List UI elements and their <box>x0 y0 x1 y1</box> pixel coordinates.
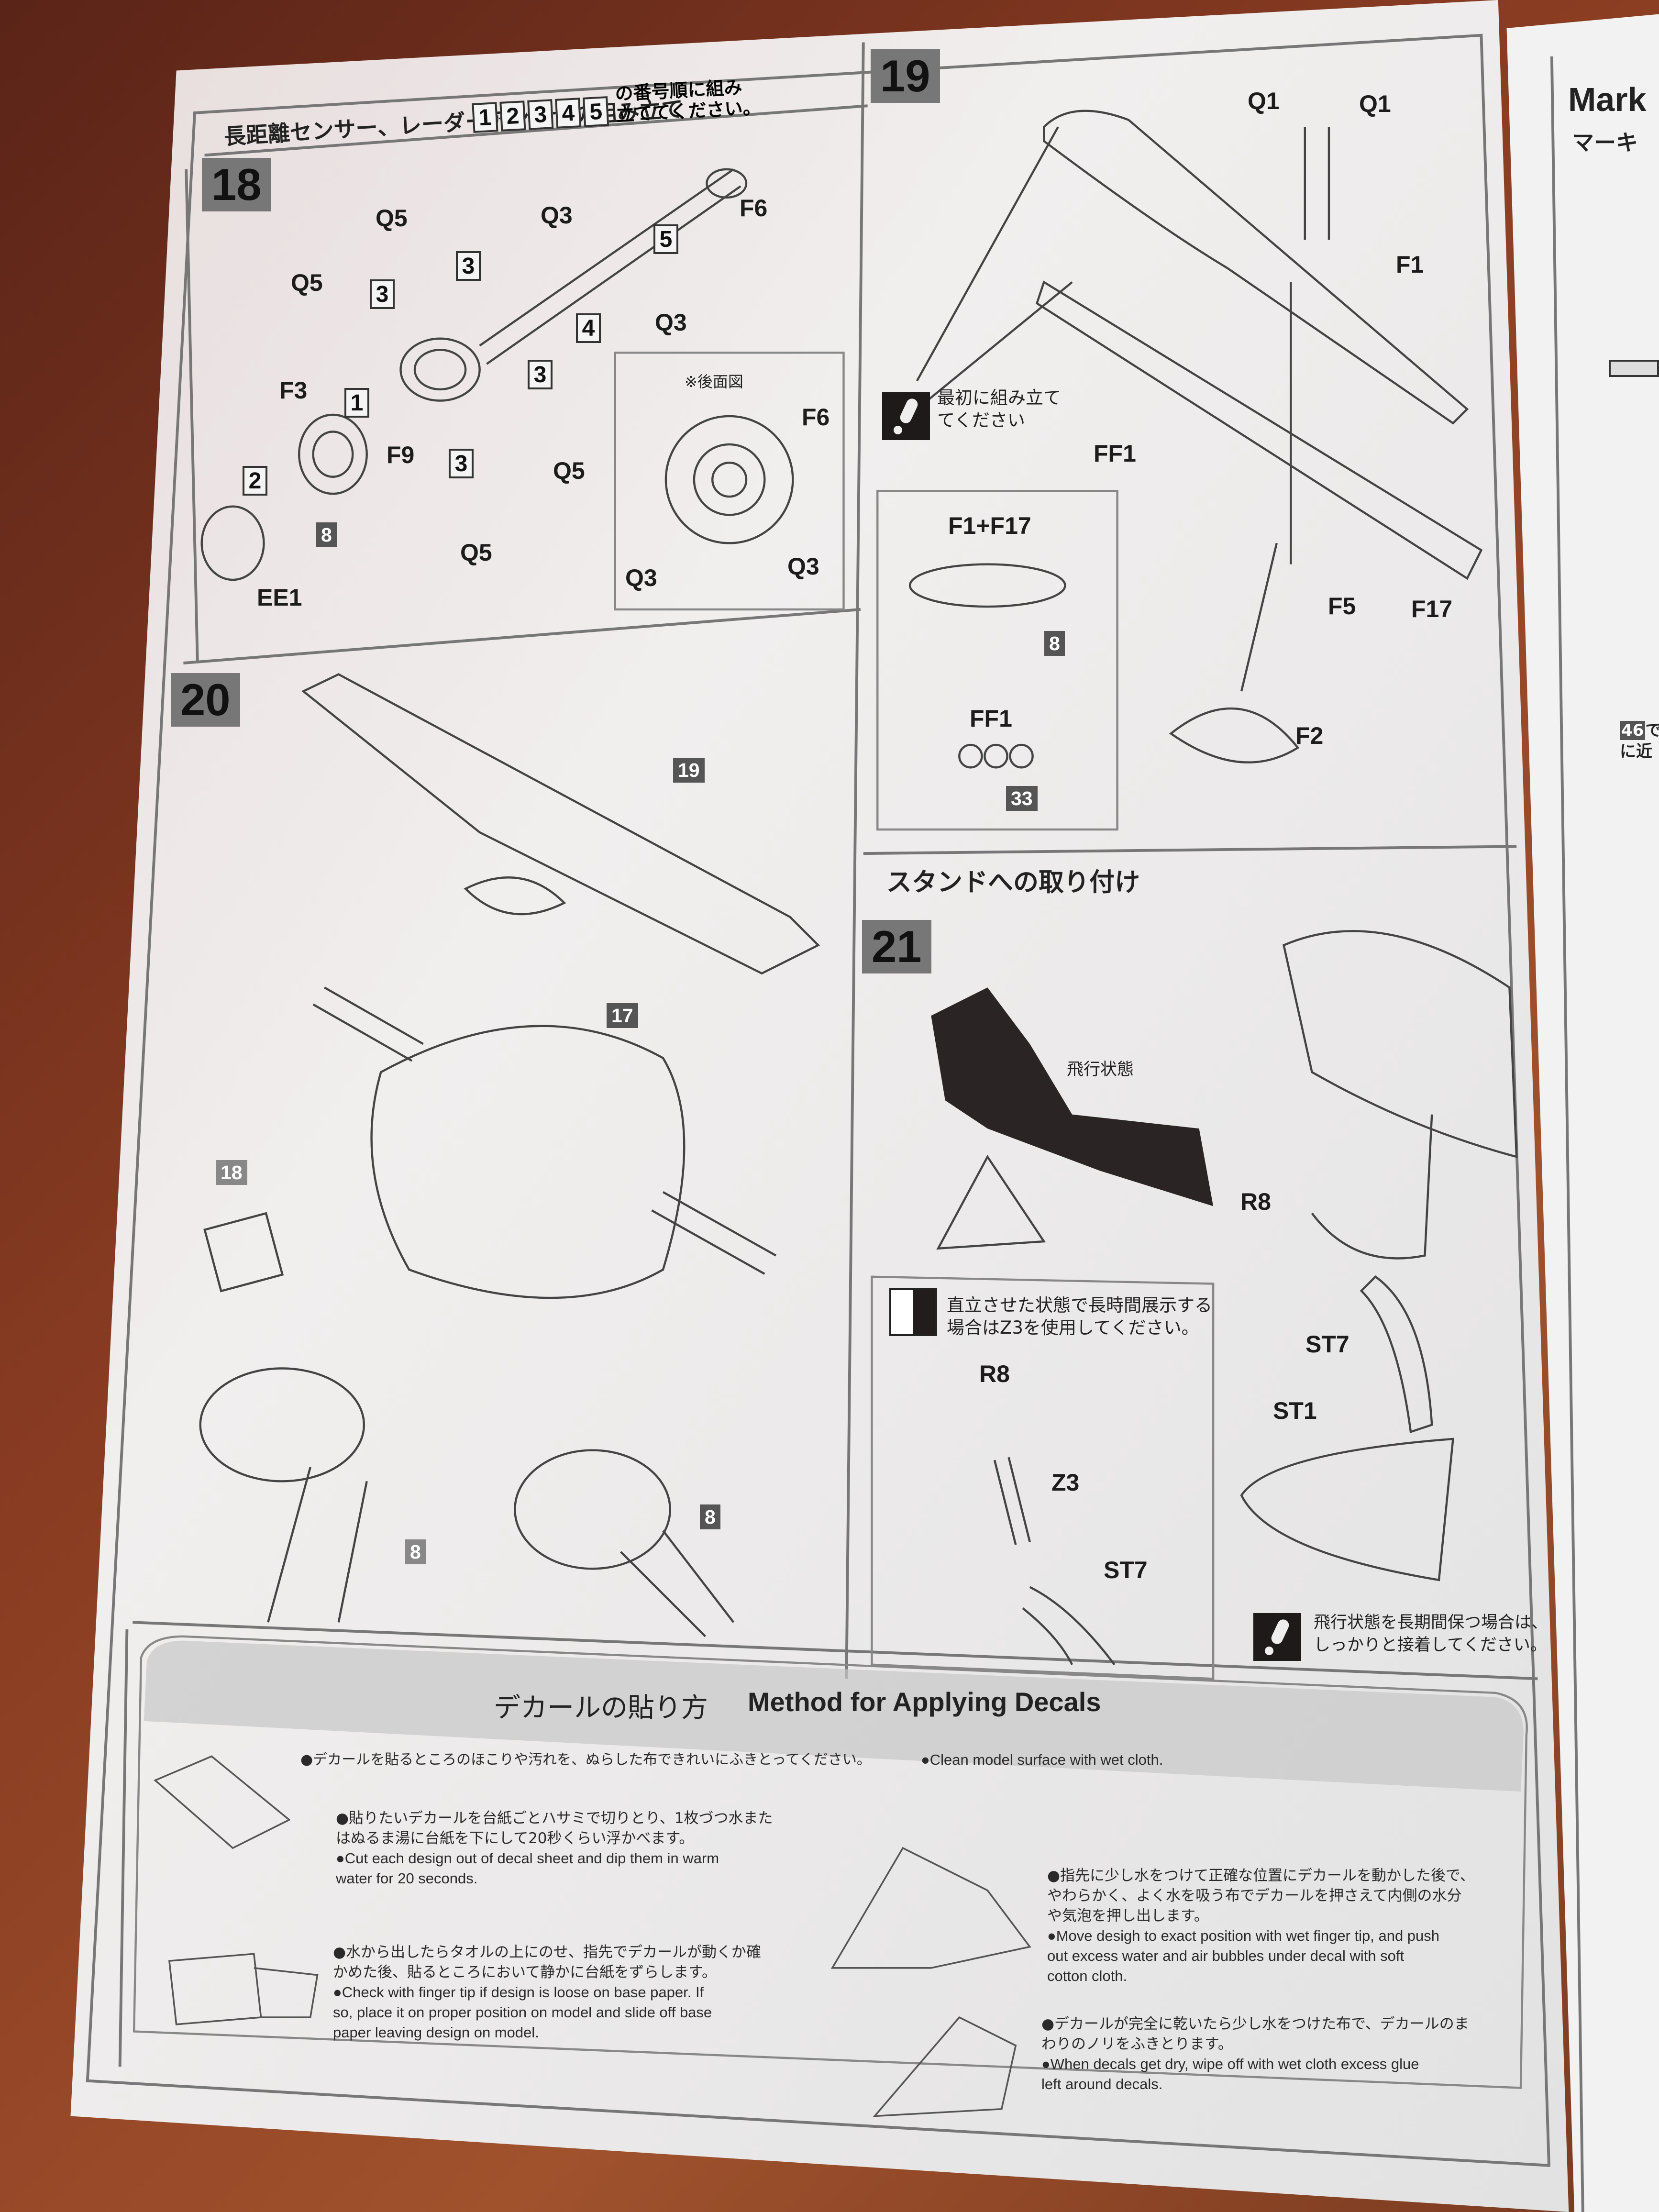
markings-title-en: Mark <box>1568 81 1647 118</box>
part-label-f2: F2 <box>1295 722 1324 749</box>
step-number-21: 21 <box>862 920 931 973</box>
part-label-q1: Q1 <box>1248 88 1280 114</box>
ref-8: 8 <box>405 1539 426 1564</box>
step-order-3: 3 <box>528 360 553 389</box>
part-label-f6: F6 <box>740 195 768 221</box>
part-label-r8: R8 <box>1240 1188 1271 1215</box>
step-order-1: 1 <box>344 388 369 418</box>
glue-flight-mode-note: 飛行状態を長期間保つ場合は、しっかりと接着してください。 <box>1314 1613 1548 1655</box>
ref-step-18: 18 <box>216 1160 247 1185</box>
part-label-q5: Q5 <box>553 457 585 484</box>
flight-mode-label: 飛行状態 <box>1067 1060 1134 1079</box>
step-order-5: 5 <box>653 224 678 254</box>
ref-step-19: 19 <box>673 758 705 783</box>
check-text: ●水から出したらタオルの上にのせ、指先でデカールが動くか確かめた後、貼るところに… <box>333 1944 762 2041</box>
ref-step-17: 17 <box>607 1003 638 1028</box>
step-number-18: 18 <box>202 158 271 211</box>
step-number-19: 19 <box>871 49 940 103</box>
cut-text: ●貼りたいデカールを台紙ごとハサミで切りとり、1枚づつ水またはぬるま湯に台紙を下… <box>336 1810 773 1887</box>
part-label-q3: Q3 <box>541 202 573 229</box>
part-label-f5: F5 <box>1328 593 1356 619</box>
order-number: 2 <box>499 100 526 132</box>
part-label-q5: Q5 <box>376 205 408 232</box>
order-number: 5 <box>583 96 609 127</box>
stand-section-title: スタンドへの取り付け <box>886 868 1140 897</box>
inset-label-ff1: FF1 <box>970 705 1012 732</box>
decal-ref-8: 8 <box>1044 631 1065 656</box>
part-label-f6: F6 <box>802 404 830 431</box>
step-order-3: 3 <box>456 251 481 281</box>
decal-ref-8: 8 <box>316 522 337 547</box>
order-number: 1 <box>472 102 498 133</box>
step-order-4: 4 <box>576 313 601 343</box>
step-order-3: 3 <box>370 279 395 309</box>
clean-text-jp: ●デカールを貼るところのほこりや汚れを、ぬらした布できれいにふきとってください。 <box>300 1751 871 1768</box>
part-label-f1: F1 <box>1396 251 1424 278</box>
part-label-ee1: EE1 <box>257 584 302 611</box>
ref-text: 46でに近 <box>1620 721 1659 761</box>
order-number: 3 <box>527 99 554 130</box>
part-label-f9: F9 <box>387 442 415 468</box>
part-label-q5: Q5 <box>460 539 492 566</box>
part-label-q3: Q3 <box>625 564 657 591</box>
decal-title-jp: デカールの貼り方 <box>494 1692 708 1724</box>
color-bar <box>1609 360 1659 377</box>
part-label-r8: R8 <box>979 1360 1010 1387</box>
part-label-st1: ST1 <box>1273 1397 1317 1424</box>
part-label-ff1: FF1 <box>1094 440 1136 467</box>
decal-ref-33: 33 <box>1006 786 1038 811</box>
caution-icon <box>882 392 930 440</box>
part-label-q1: Q1 <box>1359 90 1391 117</box>
step-number-20: 20 <box>171 673 240 727</box>
z3-option-icon <box>889 1288 937 1336</box>
rear-view-title: ※後面図 <box>685 373 743 391</box>
part-label-f3: F3 <box>279 377 308 404</box>
order-number: 4 <box>555 98 582 129</box>
ref-8: 8 <box>700 1504 720 1529</box>
decal-title-en: Method for Applying Decals <box>748 1687 1101 1717</box>
assemble-first-note: 最初に組み立ててください <box>937 387 1061 431</box>
part-label-z3: Z3 <box>1051 1469 1080 1496</box>
step-order-2: 2 <box>243 466 267 496</box>
part-label-st7: ST7 <box>1104 1557 1148 1583</box>
part-label-st7: ST7 <box>1305 1331 1349 1358</box>
caution-icon <box>1253 1613 1301 1661</box>
markings-title-jp: マーキ <box>1572 130 1638 155</box>
dry-text: ●デカールが完全に乾いたら少し水をつけた布で、デカールのまわりのノリをふきとりま… <box>1041 2015 1469 2092</box>
inset-label-f1-f17: F1+F17 <box>948 512 1031 539</box>
part-label-q5: Q5 <box>291 269 323 296</box>
move-text: ●指先に少し水をつけて正確な位置にデカールを動かした後で、やわらかく、よく水を吸… <box>1047 1867 1475 1984</box>
part-label-q3: Q3 <box>787 553 819 580</box>
next-page-sheet <box>1506 14 1659 2212</box>
part-label-q3: Q3 <box>655 309 687 336</box>
part-label-f17: F17 <box>1411 596 1453 622</box>
step-order-3: 3 <box>449 449 474 478</box>
clean-text-en: ●Clean model surface with wet cloth. <box>921 1751 1163 1768</box>
z3-upright-note: 直立させた状態で長時間展示する場合はZ3を使用してください。 <box>947 1295 1212 1338</box>
